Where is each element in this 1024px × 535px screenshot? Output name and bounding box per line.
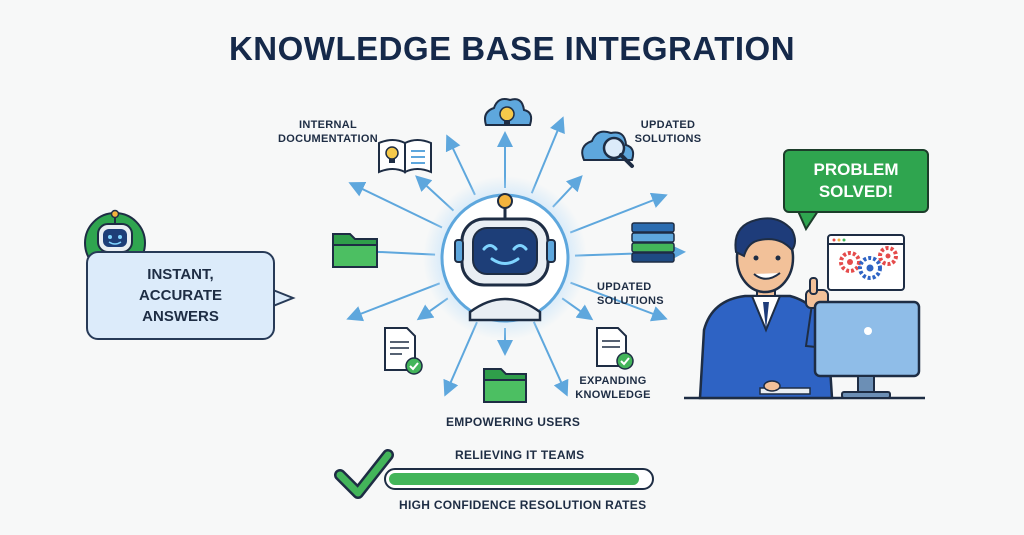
answers-speech-bubble: INSTANT, ACCURATE ANSWERS [86, 251, 275, 340]
open-book-icon [378, 139, 432, 174]
arrow [569, 192, 668, 234]
arrow [443, 321, 478, 397]
arrow [570, 281, 668, 322]
arrow [532, 321, 569, 397]
resolution-progress-bar [384, 468, 654, 490]
label-updated-solutions-mid: UPDATED SOLUTIONS [597, 281, 664, 307]
cloud-search-icon [581, 130, 635, 168]
central-robot-icon [423, 176, 587, 340]
problem-solved-text: PROBLEM SOLVED! [813, 160, 899, 201]
problem-solved-bubble: PROBLEM SOLVED! [783, 149, 929, 213]
page-title: KNOWLEDGE BASE INTEGRATION [228, 30, 796, 67]
label-relieving-it-teams: RELIEVING IT TEAMS [455, 448, 585, 462]
folder-icon [332, 233, 378, 268]
arrow [346, 282, 441, 322]
gear-window-icon [827, 234, 905, 291]
arrow [530, 116, 565, 194]
document-check-icon [596, 327, 634, 370]
arrow [348, 182, 443, 229]
checkmark-icon [334, 449, 394, 499]
answers-bubble-text: INSTANT, ACCURATE ANSWERS [138, 266, 223, 325]
cloud-lightbulb-icon [484, 98, 533, 126]
radiating-arrows [334, 116, 686, 397]
person-at-computer-icon [684, 217, 925, 400]
folder-icon [483, 368, 527, 403]
label-high-confidence: HIGH CONFIDENCE RESOLUTION RATES [399, 498, 647, 512]
document-check-icon [384, 327, 423, 375]
stacked-books-icon [631, 222, 675, 263]
label-expanding-knowledge: EXPANDING KNOWLEDGE [575, 375, 651, 401]
progress-fill [389, 473, 639, 485]
label-empowering-users: EMPOWERING USERS [446, 415, 581, 429]
label-internal-documentation: INTERNAL DOCUMENTATION [277, 119, 379, 145]
label-updated-solutions-top: UPDATED SOLUTIONS [634, 119, 702, 145]
